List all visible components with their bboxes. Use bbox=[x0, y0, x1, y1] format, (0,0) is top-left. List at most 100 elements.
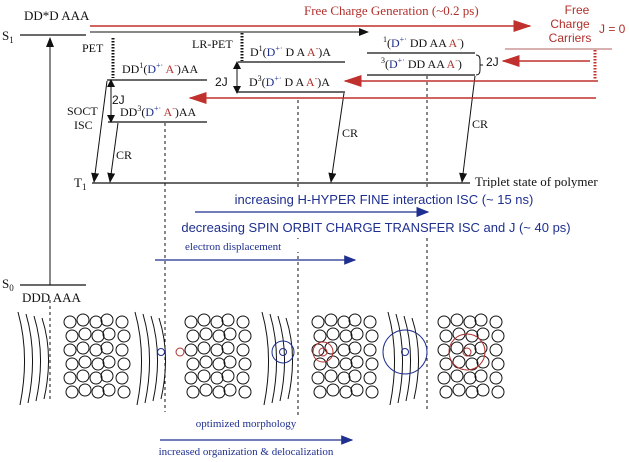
fullerene-circle bbox=[339, 329, 353, 343]
fullerene-circle bbox=[65, 357, 79, 371]
polymer-chain bbox=[403, 315, 411, 402]
morphology-panels bbox=[17, 311, 505, 406]
fullerene-circle bbox=[324, 369, 338, 383]
fullerene-circle bbox=[324, 313, 338, 327]
fullerene-circle bbox=[186, 385, 200, 399]
soct-label: SOCT bbox=[67, 104, 98, 118]
soct-isc-arrow bbox=[91, 80, 108, 183]
s0-label: S0 bbox=[2, 276, 14, 293]
fullerene-circle bbox=[313, 329, 327, 343]
fullerene-circle bbox=[238, 357, 252, 371]
fullerene-circle bbox=[437, 371, 451, 385]
fullerene-circle bbox=[452, 383, 466, 397]
fullerene-circle bbox=[363, 343, 377, 357]
polymer-chain bbox=[261, 311, 269, 406]
fullerene-circle bbox=[76, 313, 90, 327]
fullerene-circle bbox=[184, 343, 198, 357]
fullerene-circle bbox=[210, 315, 224, 329]
fullerene-circle bbox=[212, 357, 226, 371]
fullerene-circle bbox=[117, 385, 131, 399]
electron-displacement-label: electron displacement bbox=[185, 241, 281, 253]
polymer-chain bbox=[17, 311, 25, 406]
polymer-chain bbox=[269, 313, 277, 404]
fullerene-circle bbox=[452, 355, 466, 369]
dd3-label: DD3(D+· A-)AA bbox=[120, 104, 197, 119]
fullerene-circle bbox=[199, 355, 213, 369]
electron-medium bbox=[312, 341, 334, 363]
free-charge-carriers-label: Free Charge Carriers bbox=[549, 3, 592, 45]
fullerene-circle bbox=[238, 385, 252, 399]
morphology-panel bbox=[17, 311, 131, 406]
fullerene-circle bbox=[465, 357, 479, 371]
dd1-label: DD1(D+· A-)AA bbox=[122, 61, 199, 76]
polymer-chain bbox=[395, 313, 403, 404]
fullerene-circle bbox=[491, 329, 505, 343]
fullerene-circle bbox=[102, 327, 116, 341]
fullerene-circle bbox=[78, 383, 92, 397]
fullerene-circle bbox=[339, 385, 353, 399]
fullerene-circle bbox=[63, 343, 77, 357]
fullerene-circle bbox=[76, 341, 90, 355]
fullerene-circle bbox=[221, 313, 235, 327]
fullerene-circle bbox=[89, 371, 103, 385]
fullerene-circle bbox=[223, 327, 237, 341]
fullerene-circle bbox=[350, 383, 364, 397]
fullerene-circle bbox=[186, 329, 200, 343]
fullerene-circle bbox=[326, 355, 340, 369]
fullerene-circle bbox=[463, 315, 477, 329]
excited-state-label: DD*D AAA bbox=[24, 8, 90, 23]
fullerene-circle bbox=[474, 341, 488, 355]
spin-orbit-label: decreasing SPIN ORBIT CHARGE TRANSFER IS… bbox=[181, 220, 570, 235]
polymer-chain bbox=[387, 311, 395, 406]
fullerene-circle bbox=[115, 343, 129, 357]
fullerene-circle bbox=[365, 329, 379, 343]
d1-label: D1(D+· D A A-)A bbox=[250, 44, 331, 59]
fullerene-circle bbox=[199, 327, 213, 341]
fullerene-circle bbox=[348, 369, 362, 383]
fullerene-circle bbox=[363, 315, 377, 329]
fullerene-circle bbox=[489, 371, 503, 385]
d-2j-label: 2J bbox=[215, 75, 228, 89]
hole-small bbox=[157, 348, 165, 356]
hole-medium bbox=[271, 340, 295, 364]
polymer-chain bbox=[158, 317, 166, 400]
svg-text:Charge: Charge bbox=[550, 17, 590, 31]
s1cs-label: 1(D+· DD AA A-) bbox=[383, 35, 464, 50]
electron-small bbox=[175, 347, 185, 357]
fullerene-circle bbox=[184, 371, 198, 385]
fullerene-circle bbox=[337, 343, 351, 357]
fullerene-circle bbox=[210, 371, 224, 385]
fullerene-circle bbox=[223, 383, 237, 397]
fullerene-circle bbox=[365, 357, 379, 371]
fullerene-circle bbox=[474, 369, 488, 383]
fullerene-circle bbox=[212, 385, 226, 399]
fullerene-circle bbox=[100, 341, 114, 355]
fullerene-circle bbox=[102, 383, 116, 397]
j-zero-label: J = 0 bbox=[599, 22, 626, 36]
fullerene-circle bbox=[465, 385, 479, 399]
fullerene-circle bbox=[65, 329, 79, 343]
fullerene-circle bbox=[465, 329, 479, 343]
electron-large bbox=[448, 333, 486, 371]
fullerene-circle bbox=[78, 327, 92, 341]
fullerene-circle bbox=[476, 355, 490, 369]
fullerene-circle bbox=[63, 315, 77, 329]
fullerene-circle bbox=[115, 371, 129, 385]
morphology-panel bbox=[134, 311, 252, 406]
fullerene-circle bbox=[326, 327, 340, 341]
fullerene-circle bbox=[184, 315, 198, 329]
fullerene-circle bbox=[476, 327, 490, 341]
t1cs-label: 3(D+· DD AA A-) bbox=[381, 56, 462, 71]
fullerene-circle bbox=[313, 385, 327, 399]
hyperfine-label: increasing H-HYPER FINE interaction ISC … bbox=[235, 192, 534, 207]
fullerene-circle bbox=[100, 369, 114, 383]
polymer-chain bbox=[142, 313, 150, 404]
polymer-chain bbox=[150, 315, 158, 402]
fullerene-circle bbox=[450, 313, 464, 327]
polymer-chain bbox=[33, 315, 41, 402]
fullerene-circle bbox=[100, 313, 114, 327]
polymer-chain bbox=[277, 315, 285, 402]
fullerene-circle bbox=[210, 343, 224, 357]
fullerene-circle bbox=[450, 369, 464, 383]
fullerene-circle bbox=[212, 329, 226, 343]
